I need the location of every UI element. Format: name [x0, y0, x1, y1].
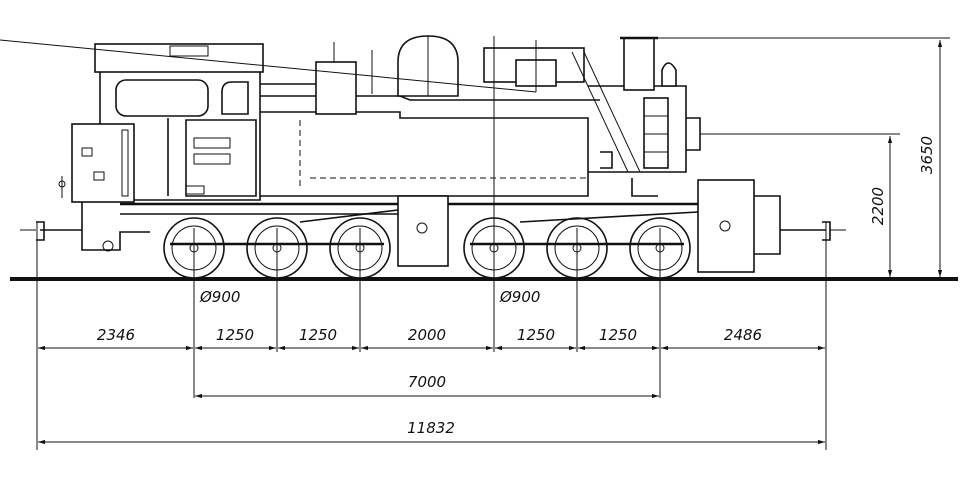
chimney: [623, 37, 655, 91]
segment-label-4: 2000: [408, 326, 446, 344]
wheelbase-label: 7000: [408, 373, 446, 391]
segment-label-3: 1250: [299, 326, 337, 344]
smokebox: [588, 85, 687, 173]
reference-lines: [36, 36, 950, 450]
height-total-label: 3650: [918, 136, 936, 174]
height-boiler-label: 2200: [869, 187, 887, 225]
wheel-diameter-rear-label: Ø900: [499, 288, 540, 306]
air-pump: [643, 97, 669, 169]
locomotive-outline: [0, 35, 846, 273]
segment-label-2: 1250: [216, 326, 254, 344]
cab-roof: [94, 43, 264, 73]
side-tank: [260, 111, 589, 197]
sand-box: [315, 61, 357, 115]
segment-label-6: 1250: [599, 326, 637, 344]
front-cylinder: [697, 179, 755, 273]
length-total-label: 11832: [407, 419, 455, 437]
segment-label-1: 2346: [97, 326, 135, 344]
segment-label-5: 1250: [517, 326, 555, 344]
rear-cylinder: [397, 195, 449, 267]
cab-window-round: [221, 81, 249, 115]
wheel-diameter-front-label: Ø900: [199, 288, 240, 306]
segment-dimensions: 2346 1250 1250 2000 1250 1250 2486: [38, 326, 825, 351]
cab-window: [115, 79, 209, 117]
coal-bunker: [71, 123, 135, 203]
segment-label-7: 2486: [724, 326, 762, 344]
